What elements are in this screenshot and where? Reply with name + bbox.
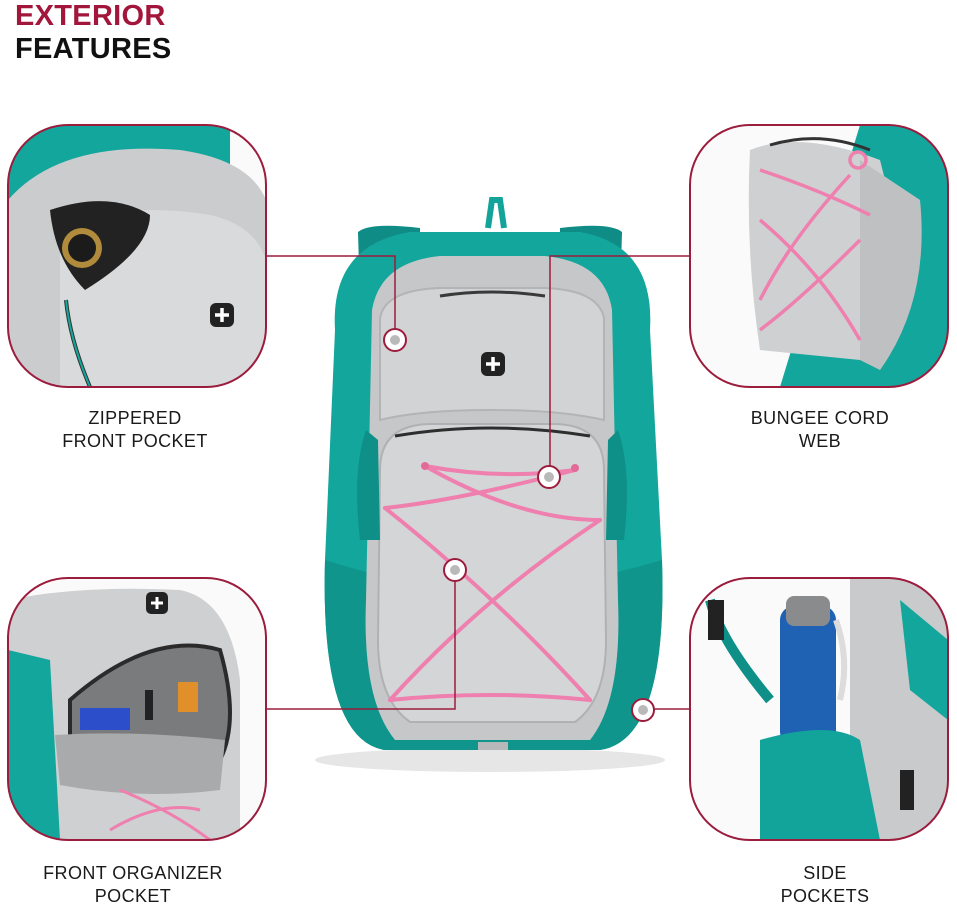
caption-line: WEB <box>798 431 842 451</box>
feature-caption-zippered: ZIPPERED FRONT POCKET <box>20 407 250 453</box>
feature-caption-side-pockets: SIDE POCKETS <box>710 862 940 908</box>
hotspot-marker-icon[interactable] <box>631 698 655 722</box>
caption-line: ZIPPERED <box>88 408 182 428</box>
backpack-main-icon <box>315 197 665 772</box>
caption-line: BUNGEE CORD <box>750 408 890 428</box>
feature-caption-organizer: FRONT ORGANIZER POCKET <box>18 862 248 908</box>
feature-caption-bungee: BUNGEE CORD WEB <box>705 407 935 453</box>
caption-line: POCKET <box>94 886 172 906</box>
caption-line: SIDE <box>803 863 847 883</box>
heading-line2: FEATURES <box>15 33 172 65</box>
side-pocket-closeup-icon <box>689 577 949 841</box>
hotspot-marker-icon[interactable] <box>443 558 467 582</box>
connector-lines <box>266 255 690 710</box>
caption-line: FRONT ORGANIZER <box>43 863 223 883</box>
heading-line1: EXTERIOR <box>15 0 166 32</box>
bungee-cord-closeup-icon <box>689 124 949 388</box>
zippered-pocket-closeup-icon <box>7 124 267 388</box>
caption-line: POCKETS <box>780 886 870 906</box>
hotspot-marker-icon[interactable] <box>537 465 561 489</box>
organizer-pocket-closeup-icon <box>7 577 267 841</box>
caption-line: FRONT POCKET <box>62 431 208 451</box>
hotspot-marker-icon[interactable] <box>383 328 407 352</box>
